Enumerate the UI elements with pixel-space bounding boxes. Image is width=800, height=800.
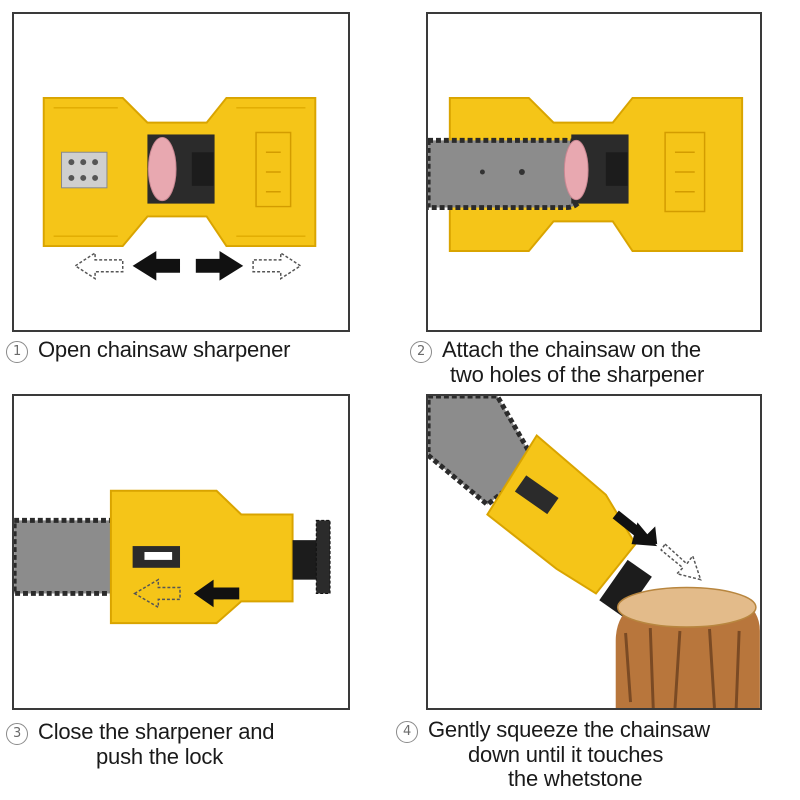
step-number-icon: 2 (410, 341, 432, 363)
arrow-outline-icon (660, 542, 702, 581)
sharpener-body (109, 489, 294, 625)
step-1-panel (12, 12, 350, 332)
whetstone-knob (315, 519, 331, 594)
step-3-illustration (14, 489, 331, 625)
chainsaw-bar (14, 517, 126, 596)
step-1-illustration (42, 96, 317, 281)
step-number-icon: 4 (396, 721, 418, 743)
step-2-illustration (428, 96, 744, 252)
step-4-illustration (428, 396, 760, 708)
arrow-right-icon (195, 251, 244, 281)
arrow-left-icon (132, 251, 181, 281)
step-number-icon: 1 (6, 341, 28, 363)
step-3-panel (12, 394, 350, 710)
metal-plate (61, 151, 108, 189)
chainsaw-bar (428, 137, 589, 211)
step-4-panel (426, 394, 762, 710)
arrow-outline-icon (73, 251, 124, 281)
step-2-panel (426, 12, 762, 332)
arrow-outline-icon (252, 251, 302, 281)
whetstone (563, 139, 589, 201)
step-number-icon: 3 (6, 723, 28, 745)
whetstone (147, 136, 177, 202)
arrow-left-icon (193, 579, 240, 608)
sharpener-body (486, 433, 637, 595)
